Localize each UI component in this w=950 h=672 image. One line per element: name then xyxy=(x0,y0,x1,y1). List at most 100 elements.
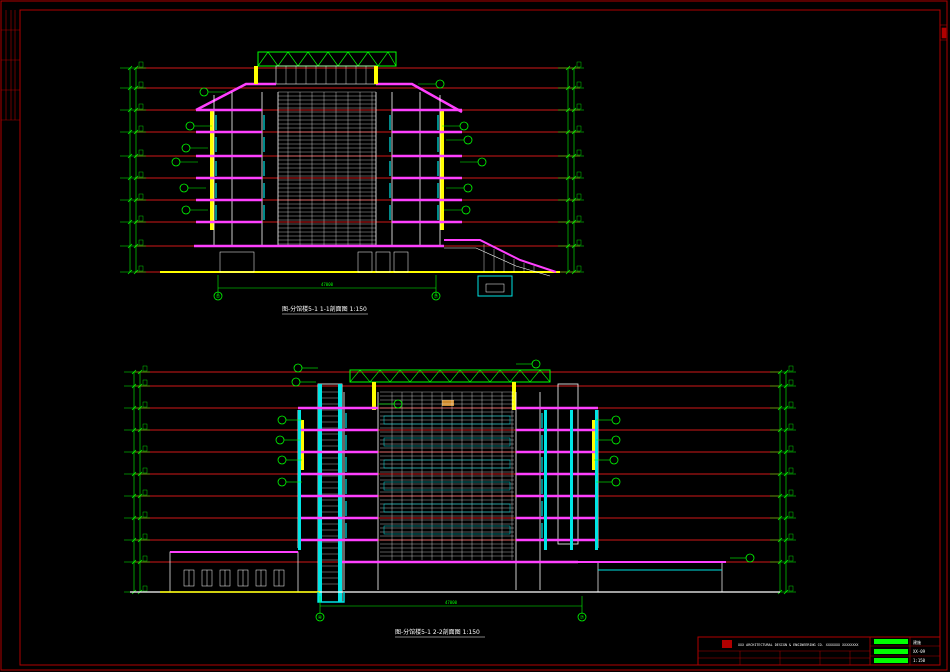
dim-tick-slash xyxy=(571,85,577,91)
dim-tick-slash xyxy=(127,269,133,275)
dim-tick-slash xyxy=(565,197,571,203)
dim-tick-slash xyxy=(127,107,133,113)
dim-tick-slash xyxy=(783,537,789,543)
dim-tick-slash xyxy=(137,559,143,565)
window-band xyxy=(383,437,511,447)
dim-tick-slash xyxy=(777,405,783,411)
dim-text-mark xyxy=(576,61,582,68)
dim-tick-slash xyxy=(137,369,143,375)
window-band xyxy=(383,525,511,535)
dim-text-mark xyxy=(142,365,148,372)
dim-text-mark xyxy=(138,61,144,68)
dim-text-mark xyxy=(142,445,148,452)
dim-text-mark xyxy=(788,467,794,474)
dim-text-mark xyxy=(788,365,794,372)
dim-tick-slash xyxy=(777,449,783,455)
dim-tick-slash xyxy=(133,85,139,91)
dim-text-mark xyxy=(788,533,794,540)
dim-tick-slash xyxy=(783,427,789,433)
dim-text-mark xyxy=(142,511,148,518)
dim-text-mark xyxy=(576,239,582,246)
detail-callout xyxy=(185,121,195,131)
dim-tick-slash xyxy=(783,449,789,455)
dim-tick-slash xyxy=(571,269,577,275)
dim-tick-slash xyxy=(777,537,783,543)
dim-tick-slash xyxy=(131,369,137,375)
dim-tick-slash xyxy=(137,449,143,455)
title-block-row-3: 1:150 xyxy=(913,658,926,663)
dim-tick-slash xyxy=(127,197,133,203)
dim-tick-slash xyxy=(133,153,139,159)
detail-callout xyxy=(171,157,181,167)
bottom-section-caption: 图-分馆楼5-1 2-2剖面图 1:150 xyxy=(395,628,480,636)
dim-text-mark xyxy=(138,103,144,110)
dim-tick-slash xyxy=(783,515,789,521)
dim-tick-slash xyxy=(133,219,139,225)
detail-callout xyxy=(461,205,471,215)
dim-text-mark xyxy=(788,585,794,592)
dim-text-mark xyxy=(576,265,582,272)
dim-tick-slash xyxy=(137,537,143,543)
detail-callout xyxy=(745,553,755,563)
dim-tick-slash xyxy=(783,471,789,477)
sheet-inner-frame xyxy=(19,9,941,666)
dim-text-mark xyxy=(788,401,794,408)
detail-callout xyxy=(459,121,469,131)
dim-tick-slash xyxy=(783,493,789,499)
top-section-right-level-dims xyxy=(558,61,584,275)
detail-callout xyxy=(293,363,303,373)
dim-text-mark xyxy=(576,193,582,200)
dim-tick-slash xyxy=(131,405,137,411)
bottom-axis-right: ⑦ xyxy=(580,615,585,621)
dim-text-mark xyxy=(142,401,148,408)
dim-text-mark xyxy=(142,423,148,430)
dim-text-mark xyxy=(788,489,794,496)
dim-text-mark xyxy=(788,423,794,430)
top-section-left-level-dims xyxy=(120,61,146,275)
dim-tick-slash xyxy=(131,427,137,433)
dim-tick-slash xyxy=(565,175,571,181)
dim-tick-slash xyxy=(783,559,789,565)
dim-text-mark xyxy=(576,149,582,156)
bottom-overall-dimension: 47000 xyxy=(445,600,458,605)
detail-callout xyxy=(181,143,191,153)
dim-tick-slash xyxy=(137,383,143,389)
window-band xyxy=(383,481,511,491)
dim-text-mark xyxy=(142,533,148,540)
detail-callout xyxy=(275,435,285,445)
dim-tick-slash xyxy=(565,219,571,225)
dim-tick-slash xyxy=(777,559,783,565)
dim-tick-slash xyxy=(565,107,571,113)
dim-tick-slash xyxy=(571,153,577,159)
dim-tick-slash xyxy=(571,197,577,203)
dim-tick-slash xyxy=(571,219,577,225)
dim-tick-slash xyxy=(783,369,789,375)
dim-tick-slash xyxy=(565,269,571,275)
dim-tick-slash xyxy=(133,129,139,135)
dim-tick-slash xyxy=(133,243,139,249)
dim-tick-slash xyxy=(131,559,137,565)
dim-text-mark xyxy=(788,555,794,562)
dim-tick-slash xyxy=(565,243,571,249)
dim-text-mark xyxy=(138,239,144,246)
dim-tick-slash xyxy=(131,493,137,499)
dim-tick-slash xyxy=(565,85,571,91)
title-block-row-1: 建施 xyxy=(913,639,921,645)
dim-text-mark xyxy=(142,555,148,562)
dim-tick-slash xyxy=(571,129,577,135)
detail-callout xyxy=(477,157,487,167)
bottom-section-building xyxy=(130,359,780,622)
dim-text-mark xyxy=(576,81,582,88)
dim-text-mark xyxy=(788,379,794,386)
top-axis-left: ① xyxy=(216,294,221,300)
detail-callout xyxy=(611,415,621,425)
dim-tick-slash xyxy=(565,153,571,159)
dim-text-mark xyxy=(576,171,582,178)
detail-callout xyxy=(609,455,619,465)
window-band xyxy=(383,503,511,513)
dim-tick-slash xyxy=(131,471,137,477)
top-section-floor-lines xyxy=(135,67,580,273)
top-overall-dimension: 47000 xyxy=(321,282,334,287)
dim-text-mark xyxy=(138,171,144,178)
